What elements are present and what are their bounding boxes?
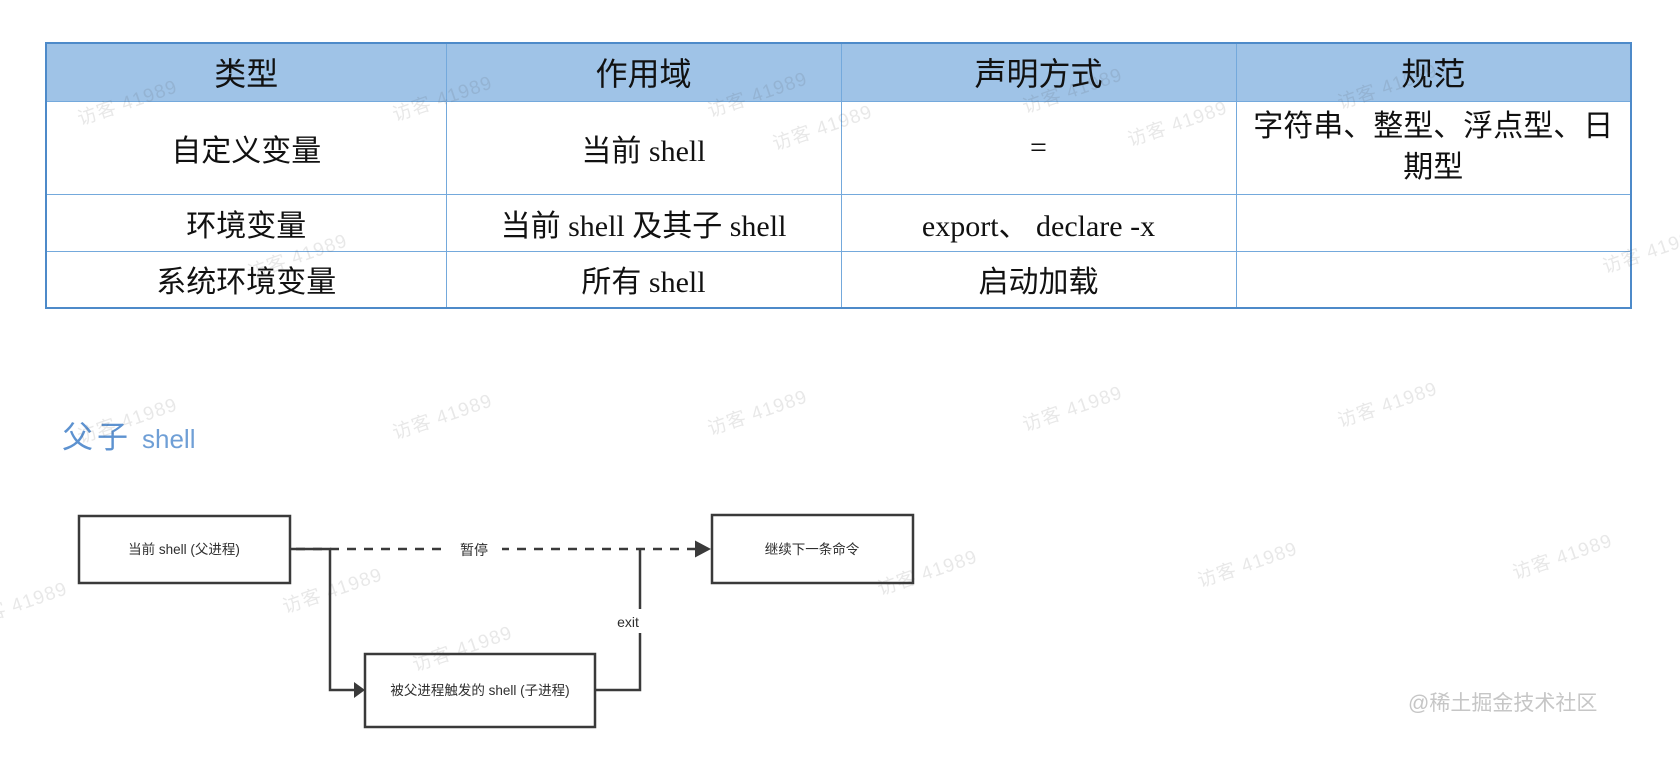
pause-label-bg — [446, 535, 502, 563]
cell-spec — [1235, 193, 1632, 252]
parent-shell-label: 当前 shell (父进程) — [128, 541, 240, 557]
header-scope: 作用域 — [445, 42, 842, 102]
arrowhead-into-next — [695, 540, 711, 558]
section-heading: 父子 shell — [62, 412, 195, 457]
section-heading-zh: 父子 — [62, 420, 132, 455]
connector-child-exit — [595, 550, 642, 692]
watermark: 访客 41989 — [390, 390, 496, 445]
cell-scope: 所有 shell — [445, 250, 842, 309]
pause-label: 暂停 — [460, 542, 488, 558]
cell-scope: 当前 shell 及其子 shell — [445, 193, 842, 252]
cell-spec-text: 字符串、整型、浮点型、日期型 — [1253, 110, 1614, 184]
next-command-box — [710, 513, 915, 585]
header-spec: 规范 — [1235, 42, 1632, 102]
table-row: 环境变量 当前 shell 及其子 shell export、 declare … — [45, 193, 1632, 252]
community-credit: @稀土掘金技术社区 — [1408, 692, 1598, 715]
exit-label-bg — [605, 609, 653, 633]
cell-spec: 字符串、整型、浮点型、日期型 — [1235, 100, 1632, 195]
parent-shell-box — [77, 514, 292, 585]
cell-type: 环境变量 — [45, 193, 447, 252]
table-header-row: 类型 作用域 声明方式 规范 — [45, 42, 1632, 102]
watermark: 访客 41989 — [1510, 530, 1616, 585]
arrowhead-into-child — [354, 682, 365, 698]
cell-declaration: 启动加载 — [840, 250, 1237, 309]
watermark: 访客 41989 — [705, 386, 811, 441]
next-command-label: 继续下一条命令 — [765, 541, 860, 557]
parent-child-shell-diagram: 暂停 exit 当前 shell (父进程) 继续下一条命令 被父进程触发的 s… — [77, 513, 915, 729]
header-type: 类型 — [45, 42, 447, 102]
cell-spec — [1235, 250, 1632, 309]
cell-declaration: export、 declare -x — [840, 193, 1237, 252]
child-shell-box — [363, 652, 597, 729]
header-declaration: 声明方式 — [840, 42, 1237, 102]
cell-type: 系统环境变量 — [45, 250, 447, 309]
section-heading-en: shell — [142, 424, 196, 454]
table-row: 自定义变量 当前 shell = 字符串、整型、浮点型、日期型 — [45, 100, 1632, 195]
variables-table: 类型 作用域 声明方式 规范 自定义变量 当前 shell = 字符串、整型、浮… — [45, 42, 1632, 309]
exit-label: exit — [617, 614, 639, 630]
child-shell-label: 被父进程触发的 shell (子进程) — [390, 683, 569, 698]
watermark: 访客 41989 — [1195, 538, 1301, 593]
cell-type: 自定义变量 — [45, 100, 447, 195]
connector-parent-to-child — [290, 547, 354, 692]
table-row: 系统环境变量 所有 shell 启动加载 — [45, 250, 1632, 309]
cell-scope: 当前 shell — [445, 100, 842, 195]
cell-declaration: = — [840, 100, 1237, 195]
watermark: 访客 41989 — [1335, 378, 1441, 433]
watermark: 访客 41989 — [1020, 382, 1126, 437]
